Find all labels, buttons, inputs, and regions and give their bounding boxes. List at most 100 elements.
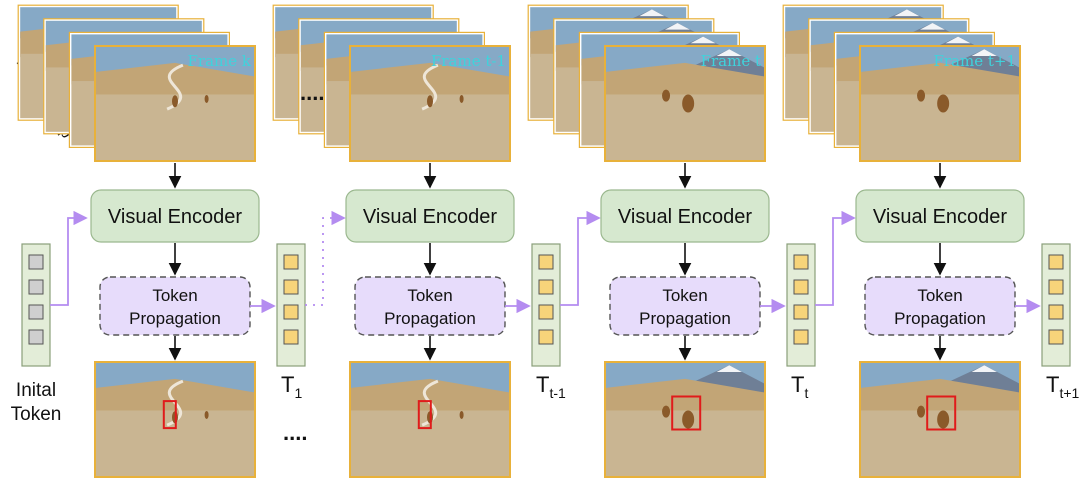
vicuna (204, 94, 209, 103)
vicuna (937, 94, 950, 113)
vicuna (937, 410, 950, 429)
hill (351, 62, 509, 98)
initial-token-label-line2: Token (11, 404, 62, 425)
hill (96, 378, 254, 414)
initial-token-cell (28, 254, 44, 270)
hill (606, 62, 764, 98)
initial-token-cell (28, 329, 44, 345)
visual-encoder-box (855, 189, 1025, 243)
frame-label: Frame t (701, 52, 761, 70)
token-cell (538, 329, 554, 345)
vicuna (204, 410, 209, 419)
output-frame-border (604, 361, 766, 478)
visual-encoder-label: Visual Encoder (108, 206, 243, 228)
arrow-token-to-next-encoder (560, 210, 601, 306)
token-cell (793, 304, 809, 320)
snow-cap (894, 9, 920, 17)
input-frame-border (604, 45, 766, 162)
token-cell (283, 254, 299, 270)
snow-cap (920, 23, 945, 30)
frame-label: Frame t-1 (431, 52, 506, 70)
token-label-subscript: 1 (294, 385, 302, 401)
token-label-subscript: t+1 (1059, 385, 1079, 401)
token-label: T1 (281, 372, 302, 401)
vicuna (427, 95, 433, 108)
vicuna (662, 405, 671, 418)
token-propagation-label-line2: Propagation (639, 309, 731, 328)
output-frame (859, 361, 1021, 478)
token-propagation-label-line1: Token (152, 286, 197, 305)
token-cell (283, 304, 299, 320)
token-label-subscript: t (804, 385, 808, 401)
token-cell (1048, 329, 1064, 345)
initial-token-label-line1: Inital (16, 380, 56, 401)
vicuna (917, 89, 926, 102)
tracking-bbox (926, 395, 957, 431)
snow-cap (690, 36, 716, 44)
snow-cap (716, 49, 742, 57)
vicuna (682, 94, 695, 113)
tracking-bbox (671, 395, 702, 431)
output-frame (604, 361, 766, 478)
input-frame: Frame k (94, 45, 256, 162)
visual-encoder-box (90, 189, 260, 243)
token-cell (1048, 279, 1064, 295)
input-frame-border (349, 45, 511, 162)
tracking-bbox (162, 400, 177, 430)
token-cell (793, 279, 809, 295)
token-column: Tt-1 (531, 243, 566, 401)
visual-encoder-label: Visual Encoder (873, 206, 1008, 228)
arrow-token-to-next-encoder (305, 210, 346, 306)
input-frame: Frame t (604, 45, 766, 162)
snow-cap (945, 36, 971, 44)
frame-label: Frame t+1 (933, 52, 1016, 70)
hill (861, 62, 1019, 98)
token-cell (1048, 254, 1064, 270)
initial-token-cell (28, 304, 44, 320)
token-cell (538, 279, 554, 295)
vicuna (459, 410, 464, 419)
hill (96, 62, 254, 98)
token-propagation-label-line1: Token (917, 286, 962, 305)
snow-cap (971, 365, 997, 373)
visual-encoder-label: Visual Encoder (363, 206, 498, 228)
token-cell (283, 279, 299, 295)
vicuna (459, 94, 464, 103)
initial-token: Inital Token (11, 243, 62, 425)
output-frame (94, 361, 256, 478)
tracking-bbox (417, 400, 432, 430)
input-frame: Frame t+1 (859, 45, 1021, 162)
arrow-token-to-next-encoder (815, 210, 856, 306)
token-cell (1048, 304, 1064, 320)
input-frame: Frame t-1 (349, 45, 511, 162)
vicuna (662, 89, 671, 102)
token-label: Tt-1 (536, 372, 566, 401)
token-label: Tt+1 (1046, 372, 1080, 401)
output-frame-border (349, 361, 511, 478)
output-frame (349, 361, 511, 478)
token-column: Tt (786, 243, 816, 401)
token-propagation-label-line2: Propagation (894, 309, 986, 328)
vicuna (682, 410, 695, 429)
frame-label: Frame k (188, 52, 252, 70)
token-cell (283, 329, 299, 345)
token-label: Tt (791, 372, 808, 401)
token-cell (793, 329, 809, 345)
token-propagation-label-line2: Propagation (129, 309, 221, 328)
token-propagation-label-line1: Token (407, 286, 452, 305)
snow-cap (971, 49, 997, 57)
token-propagation-label-line2: Propagation (384, 309, 476, 328)
initial-token-cell (28, 279, 44, 295)
ellipsis-top: .... (300, 80, 324, 105)
token-cell (793, 254, 809, 270)
output-frame-border (859, 361, 1021, 478)
token-column: T1 (276, 243, 306, 401)
snow-cap (639, 9, 665, 17)
token-label-subscript: t-1 (549, 385, 566, 401)
output-frame-border (94, 361, 256, 478)
